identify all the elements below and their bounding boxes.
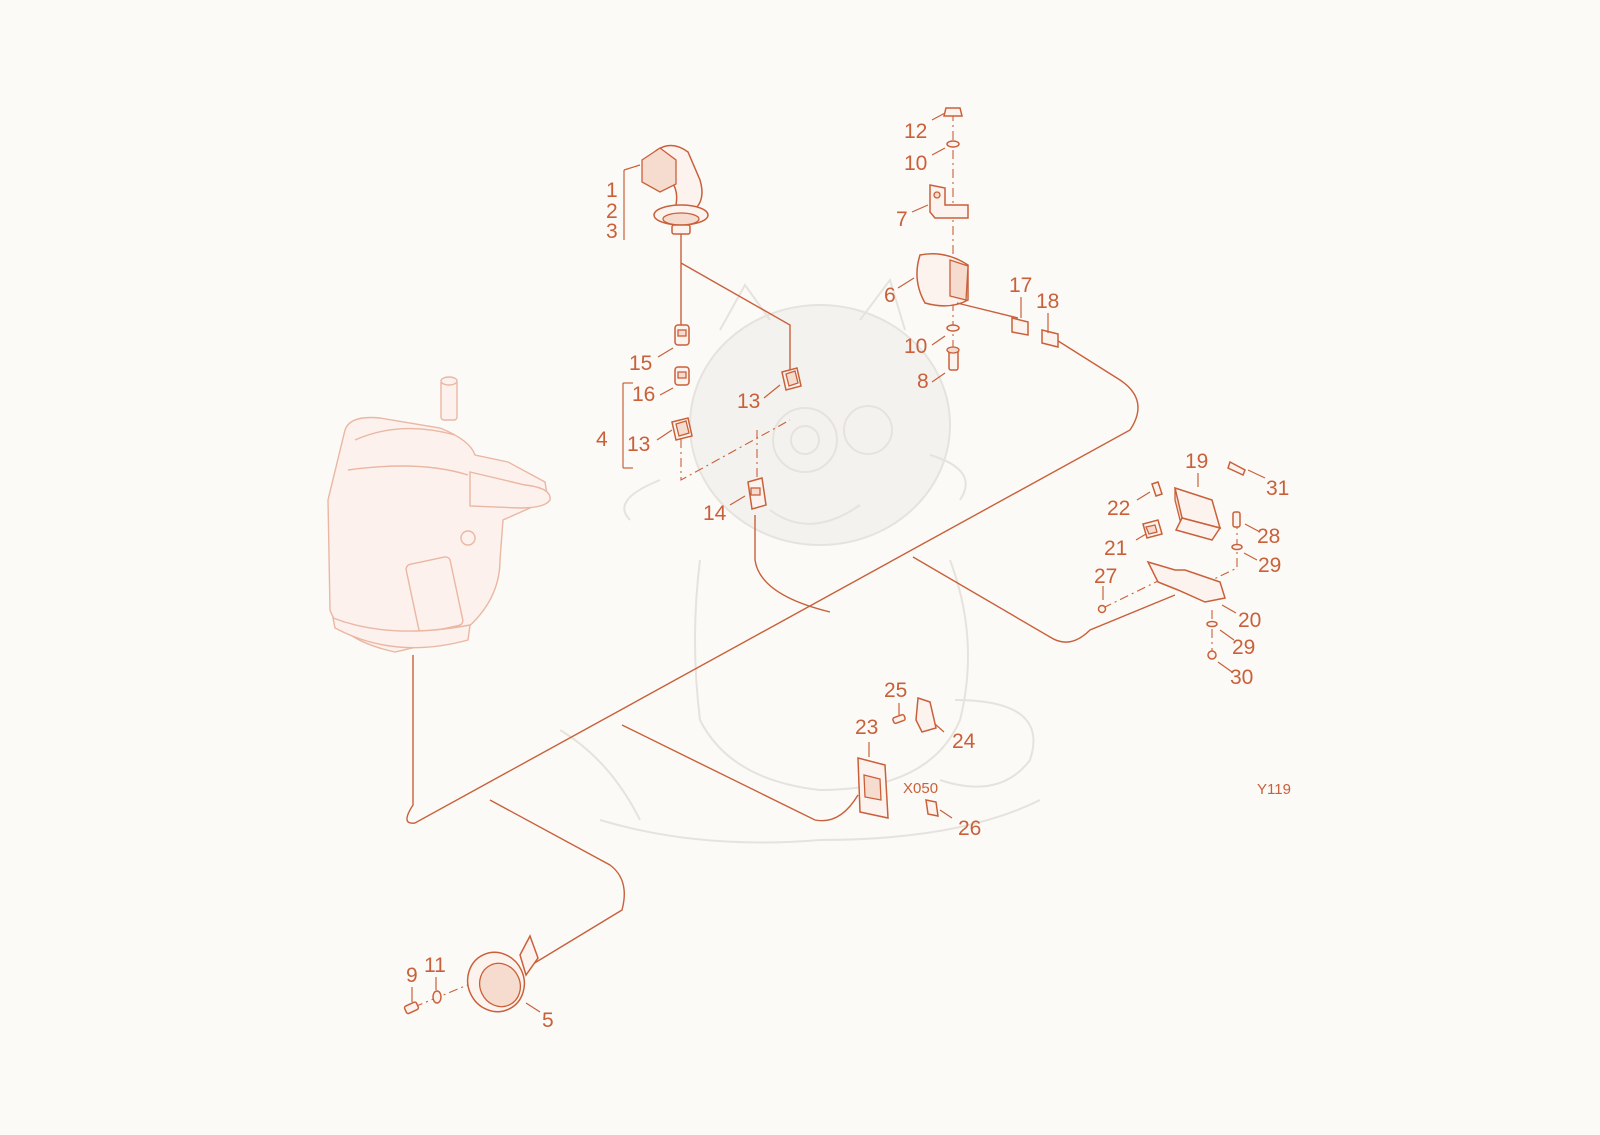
figure-code-label: Y119 <box>1257 781 1291 798</box>
callout-23: 23 <box>855 716 878 739</box>
callout-30: 30 <box>1230 666 1253 689</box>
fuse-26 <box>925 799 939 817</box>
screw-25 <box>892 713 906 725</box>
callout-25: 25 <box>884 679 907 702</box>
callout-2: 2 <box>606 200 618 223</box>
bolt-8 <box>946 346 960 371</box>
callout-11: 11 <box>424 954 446 977</box>
washer-29-top <box>1231 543 1243 551</box>
bracket-7 <box>929 184 969 219</box>
bracket-20 <box>1146 560 1226 603</box>
steering-column-housing <box>327 376 551 653</box>
callout-17: 17 <box>1009 274 1032 297</box>
callout-15: 15 <box>629 352 652 375</box>
callout-4: 4 <box>596 428 608 451</box>
horn-5 <box>466 934 539 1013</box>
callout-16: 16 <box>632 383 655 406</box>
connector-18 <box>1041 329 1059 348</box>
connector-16 <box>674 366 690 386</box>
connector-14 <box>747 477 767 510</box>
leader-lines <box>411 112 1266 1013</box>
ignition-switch-1-2-3 <box>641 144 709 235</box>
callout-21: 21 <box>1104 537 1127 560</box>
callout-10-top: 10 <box>904 152 927 175</box>
callout-18: 18 <box>1036 290 1059 313</box>
callout-5: 5 <box>542 1009 554 1032</box>
washer-10-top <box>946 140 960 148</box>
callout-10-bottom: 10 <box>904 335 927 358</box>
callout-22: 22 <box>1107 497 1130 520</box>
bolt-9 <box>403 1001 420 1015</box>
washer-29-bottom <box>1206 620 1218 628</box>
callout-1: 1 <box>606 179 618 202</box>
fuse-box-19 <box>1173 486 1222 541</box>
callout-13-right: 13 <box>737 390 760 413</box>
callout-19: 19 <box>1185 450 1208 473</box>
callout-3: 3 <box>606 220 618 243</box>
fuse-holder-23 <box>857 757 889 819</box>
clip-31 <box>1227 460 1246 477</box>
callout-29-bottom: 29 <box>1232 636 1255 659</box>
callout-12: 12 <box>904 120 927 143</box>
callout-7: 7 <box>896 208 908 231</box>
nut-12 <box>943 107 963 117</box>
callout-26: 26 <box>958 817 981 840</box>
callout-28: 28 <box>1257 525 1280 548</box>
callout-29-top: 29 <box>1258 554 1281 577</box>
connector-17 <box>1011 317 1029 336</box>
callout-labels: 1 2 3 4 5 6 7 8 9 10 10 11 12 13 13 14 1… <box>406 120 1291 1032</box>
nut-30 <box>1207 650 1217 660</box>
callout-20: 20 <box>1238 609 1261 632</box>
wiring-harness <box>406 233 1176 968</box>
relay-21 <box>1142 519 1163 539</box>
clip-24 <box>915 696 937 733</box>
connector-code-label: X050 <box>903 780 938 797</box>
screw-27 <box>1097 604 1107 614</box>
screw-28 <box>1232 511 1241 528</box>
callout-27: 27 <box>1094 565 1117 588</box>
relay-13-left <box>671 417 693 441</box>
callout-8: 8 <box>917 370 929 393</box>
callout-24: 24 <box>952 730 976 753</box>
callout-14: 14 <box>703 502 727 525</box>
callout-13-left: 13 <box>627 433 650 456</box>
fuse-22 <box>1151 481 1163 497</box>
callout-6: 6 <box>884 284 896 307</box>
relay-13-right <box>781 367 802 391</box>
callout-9: 9 <box>406 964 418 987</box>
washer-11 <box>432 990 442 1004</box>
buzzer-6 <box>916 253 1019 319</box>
callout-31: 31 <box>1266 477 1289 500</box>
washer-10-bottom <box>946 324 960 332</box>
connector-15 <box>674 324 690 346</box>
